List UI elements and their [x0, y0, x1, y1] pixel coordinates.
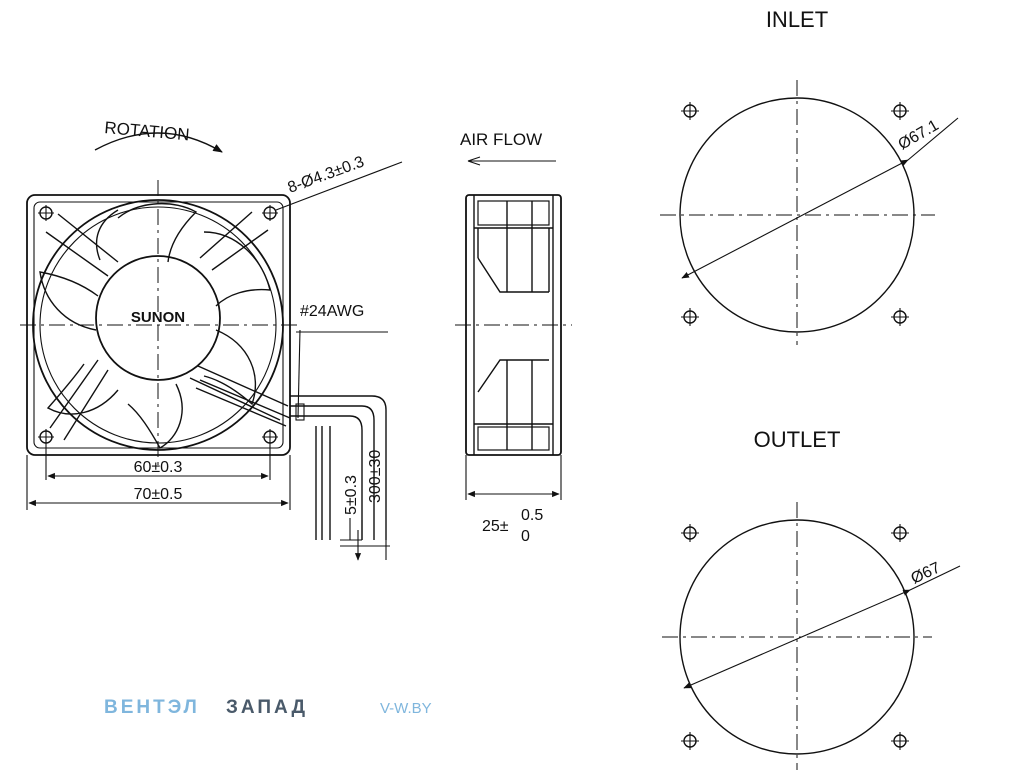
side-view: AIR FLOW 25± 0.5 0 — [455, 130, 572, 545]
hub — [95, 255, 221, 381]
blades — [39, 203, 271, 449]
outlet-view: OUTLET Ø67 — [662, 427, 961, 770]
rotation-arrow — [94, 132, 223, 153]
dim-25-sup: 0.5 — [521, 507, 543, 524]
inlet-label: INLET — [766, 7, 828, 32]
struts — [45, 211, 289, 441]
inlet-dia-label: Ø67.1 — [896, 117, 942, 154]
watermark-site: V-W.BY — [380, 700, 432, 717]
wire-label: #24AWG — [300, 303, 364, 320]
watermark-brand-2: ЗАПАД — [226, 697, 308, 718]
watermark-brand-1: ВЕНТЭЛ — [104, 697, 200, 718]
dim-70-label: 70±0.5 — [134, 486, 183, 503]
front-view: ROTATION — [20, 118, 403, 561]
dim-60-ext — [45, 445, 271, 480]
dim-25-label: 25± — [482, 518, 509, 535]
dim-300-label: 300±30 — [367, 450, 384, 503]
mounting-holes — [38, 205, 278, 445]
inlet-holes — [681, 102, 909, 326]
wire-bundle — [195, 329, 388, 540]
holes-leader — [275, 161, 403, 211]
airflow-label: AIR FLOW — [460, 130, 542, 149]
dim-60-label: 60±0.3 — [134, 459, 183, 476]
dim-5-label: 5±0.3 — [343, 475, 360, 515]
inlet-view: INLET Ø67.1 — [660, 7, 959, 345]
outlet-label: OUTLET — [754, 427, 841, 452]
outlet-holes — [681, 524, 909, 750]
holes-label: 8-Ø4.3±0.3 — [286, 153, 367, 196]
outlet-dia-label: Ø67 — [909, 559, 944, 587]
outlet-circle — [679, 519, 915, 755]
watermark: ВЕНТЭЛ ЗАПАД V-W.BY — [104, 697, 432, 718]
airflow-arrow — [467, 156, 556, 166]
dim-25-sub: 0 — [521, 528, 530, 545]
